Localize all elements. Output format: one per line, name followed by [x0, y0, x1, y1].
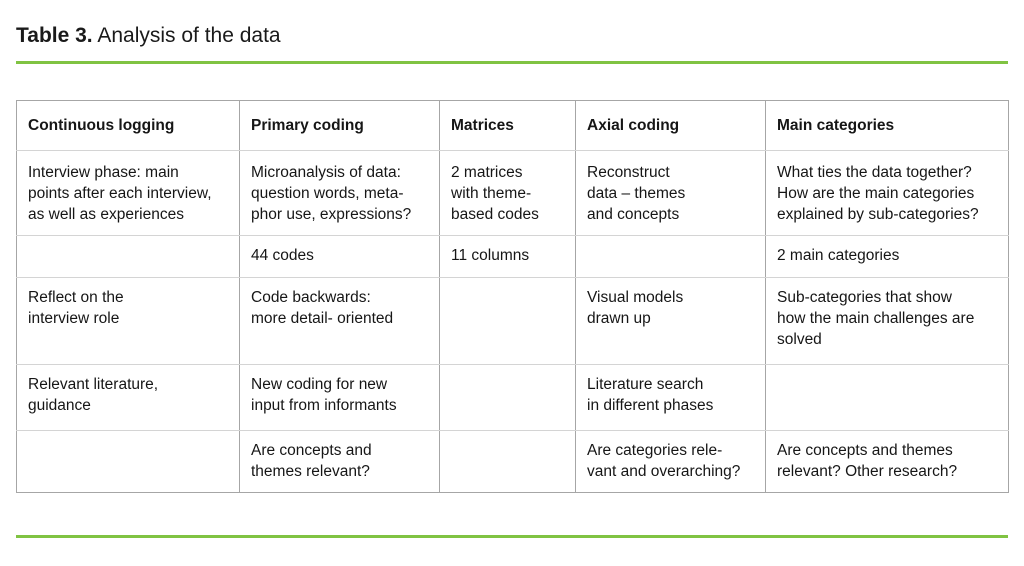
table-header-row: Continuous logging Primary coding Matric…: [16, 100, 1009, 151]
table-cell: Visual models drawn up: [575, 277, 766, 365]
table-cell: [439, 277, 576, 365]
table-caption-text: Analysis of the data: [97, 24, 281, 47]
analysis-table: Continuous logging Primary coding Matric…: [16, 100, 1009, 493]
table-row: Are concepts and themes relevant? Are ca…: [16, 430, 1009, 493]
table-cell: [575, 235, 766, 278]
table-cell: New coding for new input from informants: [239, 364, 440, 431]
table-cell: [765, 364, 1009, 431]
top-accent-rule: [16, 61, 1008, 64]
table-cell: Literature search in different phases: [575, 364, 766, 431]
bottom-accent-rule: [16, 535, 1008, 538]
table-cell: 44 codes: [239, 235, 440, 278]
table-cell: What ties the data together? How are the…: [765, 150, 1009, 236]
table-row: Relevant literature, guidance New coding…: [16, 364, 1009, 431]
table-cell: Interview phase: main points after each …: [16, 150, 240, 236]
column-header-main-categories: Main categories: [765, 100, 1009, 151]
table-cell: Code backwards: more detail- oriented: [239, 277, 440, 365]
table-cell: Reconstruct data – themes and concepts: [575, 150, 766, 236]
table-cell: Are concepts and themes relevant? Other …: [765, 430, 1009, 493]
table-row: Reflect on the interview role Code backw…: [16, 277, 1009, 365]
table-cell: [16, 430, 240, 493]
page-title: Table 3. Analysis of the data: [16, 22, 1008, 50]
table-cell: [439, 364, 576, 431]
table-cell: Microanalysis of data: question words, m…: [239, 150, 440, 236]
table-cell: Reflect on the interview role: [16, 277, 240, 365]
table-row: Interview phase: main points after each …: [16, 150, 1009, 236]
table-cell: 11 columns: [439, 235, 576, 278]
table-cell: Are concepts and themes relevant?: [239, 430, 440, 493]
table-cell: 2 main categories: [765, 235, 1009, 278]
column-header-matrices: Matrices: [439, 100, 576, 151]
column-header-axial-coding: Axial coding: [575, 100, 766, 151]
column-header-continuous-logging: Continuous logging: [16, 100, 240, 151]
table-cell: Are categories rele- vant and overarchin…: [575, 430, 766, 493]
table-cell: [439, 430, 576, 493]
table-cell: Sub-categories that show how the main ch…: [765, 277, 1009, 365]
column-header-primary-coding: Primary coding: [239, 100, 440, 151]
table-cell: Relevant literature, guidance: [16, 364, 240, 431]
analysis-table-container: Continuous logging Primary coding Matric…: [16, 100, 1009, 493]
table-number-label: Table 3.: [16, 24, 93, 47]
table-cell: [16, 235, 240, 278]
table-cell: 2 matrices with theme- based codes: [439, 150, 576, 236]
table-row: 44 codes 11 columns 2 main categories: [16, 235, 1009, 278]
